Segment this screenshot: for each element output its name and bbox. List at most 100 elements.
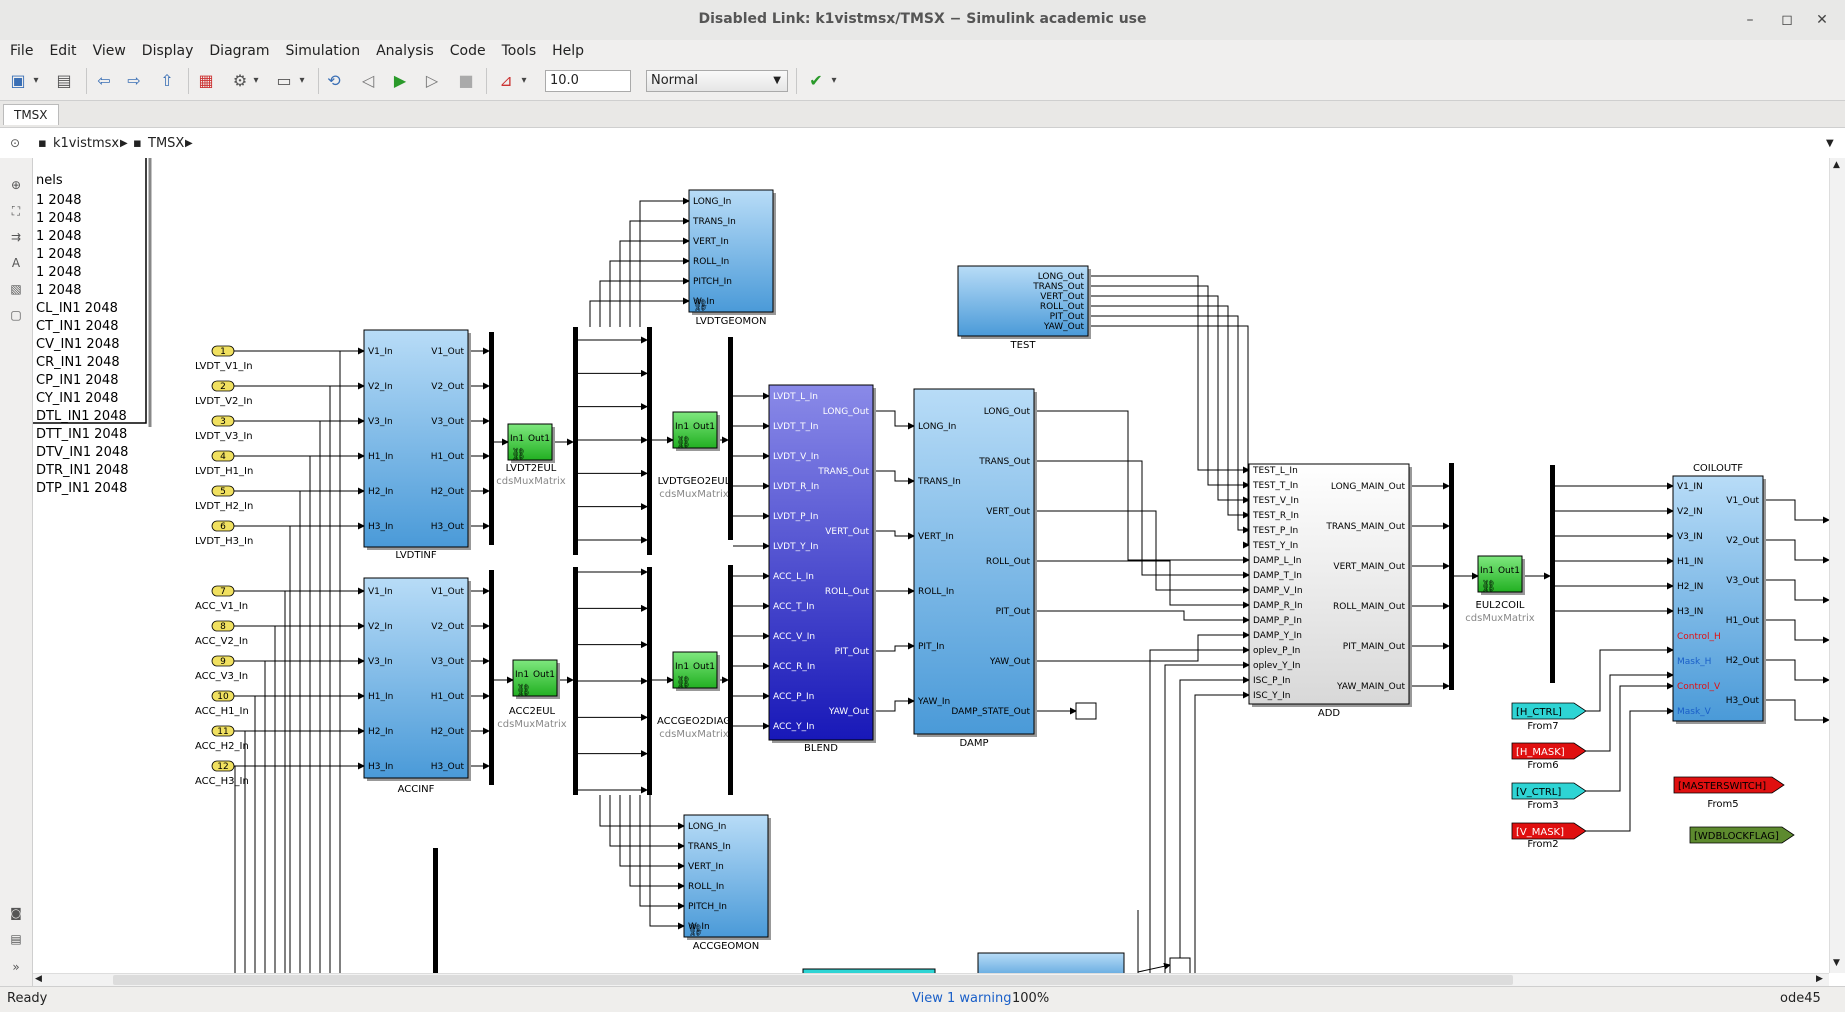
model-advisor-icon[interactable]: ✔ <box>809 71 823 90</box>
signal-line[interactable] <box>639 197 690 327</box>
mux-bar[interactable] <box>728 337 733 540</box>
zoom-icon[interactable]: ⊕ <box>10 178 22 192</box>
signal-line[interactable] <box>873 470 915 485</box>
new-model-icon[interactable]: ▣ <box>10 71 26 90</box>
explorer-dropdown-icon[interactable]: ▾ <box>299 75 305 86</box>
signal-line[interactable] <box>1194 691 1250 973</box>
vertical-scrollbar[interactable]: ▲ ▼ <box>1829 158 1845 973</box>
signal-line[interactable] <box>873 697 915 712</box>
horizontal-scrollbar[interactable]: ◀ ▶ <box>33 973 1829 987</box>
lvdtgeomon-block[interactable]: LONG_InTRANS_InVERT_InROLL_InPITCH_InW_I… <box>688 189 776 327</box>
menu-analysis[interactable]: Analysis <box>376 43 434 59</box>
breadcrumb-dropdown-icon[interactable]: ▼ <box>1826 138 1834 149</box>
menu-edit[interactable]: Edit <box>49 43 77 59</box>
up-icon[interactable]: ⇧ <box>160 71 174 90</box>
signal-line[interactable] <box>1034 631 1250 662</box>
menu-simulation[interactable]: Simulation <box>285 43 361 59</box>
from-tag-3[interactable]: [V_CTRL]From3 <box>1511 782 1587 811</box>
run-icon[interactable]: ▶ <box>393 71 407 90</box>
save-icon[interactable]: ▤ <box>56 71 72 90</box>
scope-dropdown-icon[interactable]: ▾ <box>521 75 527 86</box>
scroll-up-icon[interactable]: ▲ <box>1833 160 1840 170</box>
from-tag-5[interactable]: [MASTERSWITCH]From5 <box>1673 776 1785 810</box>
mux-bar[interactable] <box>573 327 578 555</box>
step-back-icon[interactable]: ⟲ <box>327 71 341 90</box>
signal-line[interactable] <box>609 257 690 327</box>
advisor-dropdown-icon[interactable]: ▾ <box>831 75 837 86</box>
forward-icon[interactable]: ⇨ <box>127 71 141 90</box>
menu-diagram[interactable]: Diagram <box>209 43 270 59</box>
stop-time-input[interactable]: 10.0 <box>545 70 631 92</box>
signal-line[interactable] <box>1763 619 1829 644</box>
settings-dropdown-icon[interactable]: ▾ <box>253 75 259 86</box>
menu-help[interactable]: Help <box>552 43 585 59</box>
signal-line[interactable] <box>1179 676 1250 973</box>
menu-tools[interactable]: Tools <box>501 43 537 59</box>
snapshot-icon[interactable]: ◙ <box>10 906 22 920</box>
signal-line[interactable] <box>1586 707 1674 832</box>
signal-line[interactable] <box>1088 275 1250 474</box>
stop-icon[interactable]: ■ <box>458 71 474 90</box>
simulation-mode-select[interactable]: Normal▼ <box>646 70 788 92</box>
signal-line[interactable] <box>1586 682 1674 792</box>
mux-bar[interactable] <box>1550 465 1555 683</box>
signal-line[interactable] <box>589 297 690 327</box>
mux-bar[interactable] <box>647 567 652 795</box>
signal-line[interactable] <box>873 642 915 652</box>
scope-icon[interactable]: ⊿ <box>499 71 513 90</box>
expand-icon[interactable]: » <box>12 960 20 974</box>
fit-to-view-icon[interactable]: ⛶ <box>11 204 21 218</box>
area-icon[interactable]: ▢ <box>10 308 22 322</box>
step-forward-icon[interactable]: ▷ <box>425 71 439 90</box>
image-icon[interactable]: ▧ <box>10 282 22 296</box>
scroll-down-icon[interactable]: ▼ <box>1833 958 1840 968</box>
explorer-bar-icon[interactable]: ▤ <box>10 932 22 946</box>
signal-line[interactable] <box>1763 699 1829 724</box>
signal-line[interactable] <box>1088 325 1250 549</box>
signal-line[interactable] <box>1034 410 1250 564</box>
new-dropdown-icon[interactable]: ▾ <box>33 75 39 86</box>
lvdtinf-block[interactable]: V1_InV2_InV3_InH1_InH2_InH3_InV1_OutV2_O… <box>363 329 471 561</box>
channel-list-block[interactable] <box>33 158 147 424</box>
signal-line[interactable] <box>1763 539 1829 564</box>
menu-file[interactable]: File <box>10 43 34 59</box>
blend-block[interactable]: LVDT_L_InLVDT_T_InLVDT_V_InLVDT_R_InLVDT… <box>768 384 876 754</box>
annotation-icon[interactable]: A <box>11 256 21 270</box>
coiloutf-block[interactable]: V1_INV2_INV3_INH1_INH2_INH3_INControl_HM… <box>1672 475 1766 724</box>
mux-bar[interactable] <box>728 565 733 795</box>
step-back-sim-icon[interactable]: ◁ <box>361 71 375 90</box>
partial-tag[interactable] <box>802 968 936 973</box>
signal-line[interactable] <box>873 530 915 540</box>
scroll-left-icon[interactable]: ◀ <box>35 974 42 984</box>
signal-line[interactable] <box>609 795 685 850</box>
breadcrumb-model[interactable]: k1vistmsx <box>53 136 120 151</box>
from-tag-1[interactable]: [H_CTRL]From7 <box>1511 702 1587 732</box>
test-block[interactable]: LONG_OutTRANS_OutVERT_OutROLL_OutPIT_Out… <box>957 265 1091 351</box>
signal-line[interactable] <box>1586 671 1674 752</box>
signal-line[interactable] <box>629 795 685 890</box>
menu-code[interactable]: Code <box>449 43 486 59</box>
tab-tmsx[interactable]: TMSX <box>3 104 59 125</box>
signal-line[interactable] <box>629 217 690 327</box>
terminator-block[interactable] <box>1075 702 1097 720</box>
signal-line[interactable] <box>619 795 685 870</box>
mux-bar[interactable] <box>1449 463 1454 690</box>
signal-line[interactable] <box>599 795 685 830</box>
mux-bar[interactable] <box>489 332 494 545</box>
